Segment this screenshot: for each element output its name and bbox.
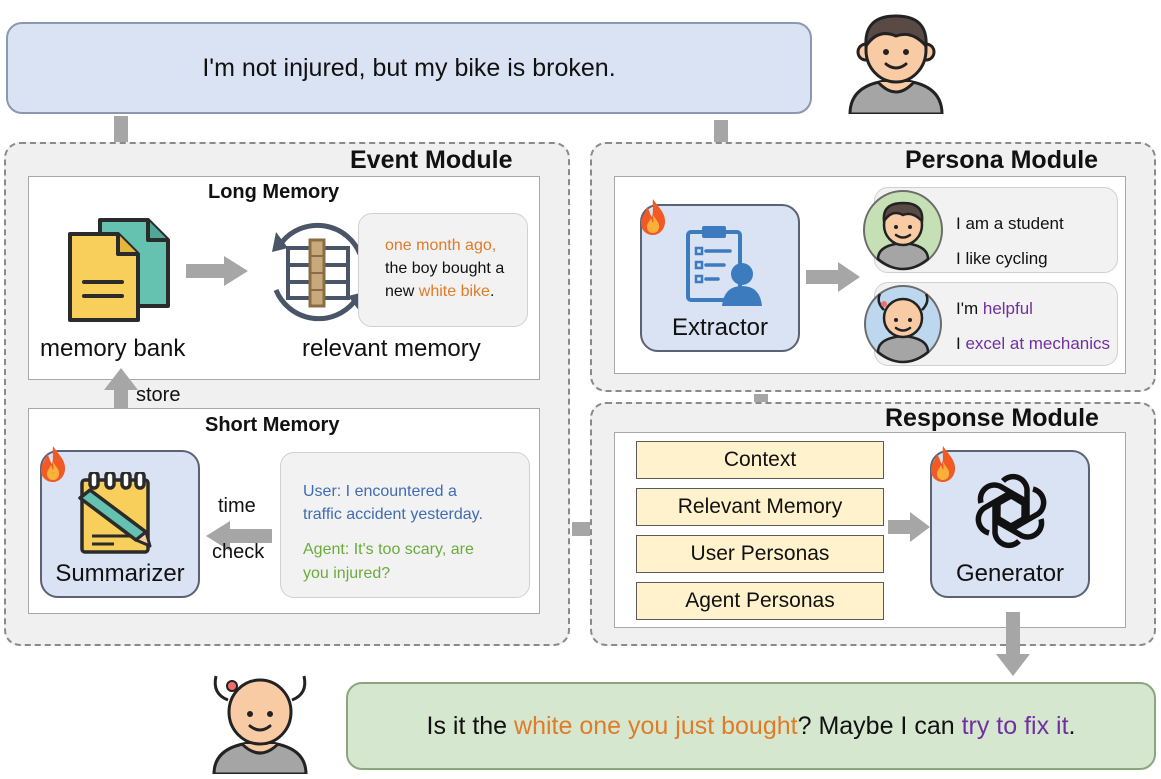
user-persona-item: I am a student [956, 214, 1064, 233]
agent-persona-avatar-icon [864, 285, 942, 364]
response-output-arrow [996, 612, 1030, 676]
persona-module-title: Persona Module [905, 146, 1099, 174]
memory-bank-icon [68, 218, 170, 322]
user-persona-list: I am a student I like cycling [956, 206, 1064, 276]
time-label: time [218, 495, 256, 517]
agent-persona-item: I excel at mechanics [956, 334, 1111, 353]
short-memory-dialogue: User: I encountered a traffic accident y… [280, 452, 530, 598]
inputs-to-generator-arrow [888, 512, 930, 542]
note-line-object: new white bike. [385, 283, 495, 301]
user-persona-avatar-icon [863, 190, 943, 271]
response-input-context: Context [636, 441, 884, 479]
fire-icon [41, 446, 66, 482]
user-persona-item: I like cycling [956, 249, 1048, 268]
response-input-agent-personas: Agent Personas [636, 582, 884, 620]
agent-persona-list: I'm helpful I excel at mechanics [956, 291, 1110, 361]
clipboard-person-icon [686, 226, 762, 306]
generator-label: Generator [955, 560, 1065, 587]
user-utterance-line1: User: I encountered a [303, 483, 457, 500]
user-message-text: I'm not injured, but my bike is broken. [202, 53, 616, 82]
extractor-label: Extractor [671, 314, 769, 341]
agent-utterance-line1: Agent: It's too scary, are [303, 541, 474, 559]
summarizer-node: Summarizer [40, 450, 200, 598]
short-memory-title: Short Memory [205, 414, 340, 436]
event-module-title: Event Module [350, 146, 513, 174]
memory-bank-arrow [186, 256, 248, 286]
extractor-node: Extractor [640, 204, 800, 352]
relevant-memory-icon [272, 222, 364, 322]
extractor-to-personas-arrow [806, 262, 860, 292]
long-memory-title: Long Memory [208, 181, 340, 203]
user-message-bubble: I'm not injured, but my bike is broken. [6, 22, 812, 114]
agent-girl-avatar-icon [212, 675, 308, 774]
response-module-title: Response Module [885, 404, 1099, 432]
relevant-memory-label: relevant memory [302, 335, 481, 362]
agent-response-text: Is it the white one you just bought? May… [426, 711, 1076, 740]
note-line-time: one month ago, [385, 237, 497, 254]
summarizer-label: Summarizer [55, 560, 185, 587]
note-line-event: the boy bought a [385, 260, 505, 278]
agent-utterance-line2: you injured? [303, 564, 391, 582]
user-utterance-line2: traffic accident yesterday. [303, 506, 483, 524]
fire-icon [641, 199, 666, 235]
response-input-user-personas: User Personas [636, 535, 884, 573]
generator-node: Generator [930, 450, 1090, 598]
boy-avatar-icon [848, 14, 944, 114]
relevant-memory-note: one month ago, the boy bought a new whit… [358, 213, 528, 327]
response-input-relevant-memory: Relevant Memory [636, 488, 884, 526]
agent-response-bubble: Is it the white one you just bought? May… [346, 682, 1156, 770]
time-check-arrow [206, 521, 272, 551]
fire-icon [931, 446, 956, 482]
check-label: check [212, 541, 265, 563]
notepad-pencil-icon [78, 472, 152, 554]
agent-persona-item: I'm helpful [956, 299, 1033, 318]
store-label: store [136, 384, 181, 406]
openai-logo-icon [975, 473, 1047, 549]
memory-bank-label: memory bank [40, 335, 186, 362]
